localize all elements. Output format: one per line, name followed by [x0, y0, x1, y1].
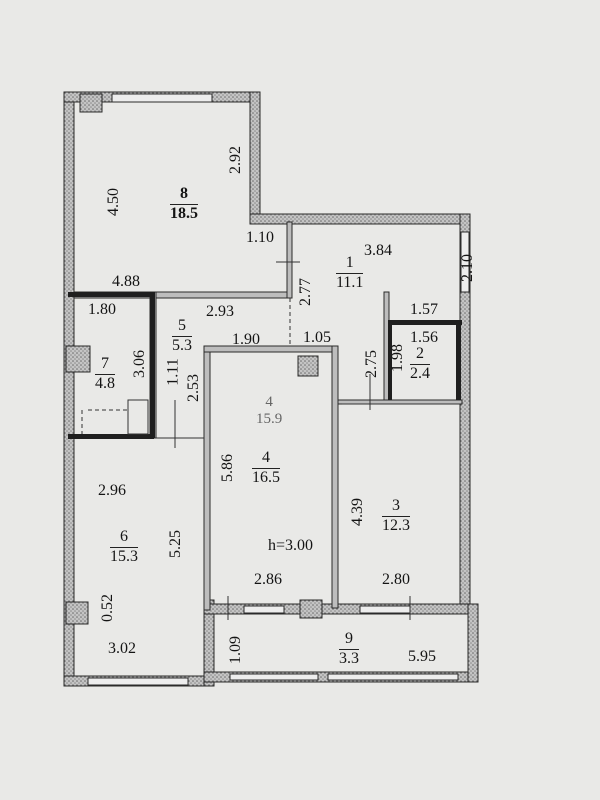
- room-4-label: 4 16.5: [252, 449, 280, 487]
- dim-r4-height: 5.86: [219, 454, 236, 482]
- dim-r2-top-outer: 1.57: [410, 301, 438, 318]
- room-7-label: 7 4.8: [95, 355, 115, 393]
- ghost-number: 4: [265, 394, 273, 410]
- dim-r4-top-right: 1.05: [303, 329, 331, 346]
- room-area: 16.5: [252, 468, 280, 486]
- dim-r3-width: 2.80: [382, 571, 410, 588]
- dim-r1-right: 2.10: [459, 254, 476, 282]
- room-area: 15.3: [110, 547, 138, 565]
- room-number: 3: [382, 497, 410, 517]
- dim-r8-width: 4.88: [112, 273, 140, 290]
- room-number: 8: [170, 185, 198, 205]
- dim-r1-left: 2.77: [297, 278, 314, 306]
- dim-r4-width: 2.86: [254, 571, 282, 588]
- room-area: 11.1: [336, 273, 364, 291]
- dim-r7-width: 1.80: [88, 301, 116, 318]
- dim-r3-height: 4.39: [349, 498, 366, 526]
- room-4-ghost-label: 4 15.9: [256, 394, 282, 427]
- room-2-label: 2 2.4: [410, 345, 430, 383]
- room-9-label: 9 3.3: [339, 630, 359, 668]
- room-number: 6: [110, 528, 138, 548]
- dim-r8-right: 2.92: [227, 146, 244, 174]
- dim-r2-width: 1.56: [410, 329, 438, 346]
- dim-r6-height: 5.25: [167, 530, 184, 558]
- dim-r5-width: 2.93: [206, 303, 234, 320]
- room-number: 1: [336, 254, 364, 274]
- dim-r9-height: 1.09: [227, 636, 244, 664]
- room-area: 5.3: [172, 336, 192, 354]
- ceiling-height-label: h=3.00: [268, 537, 314, 554]
- dim-r8-height: 4.50: [105, 188, 122, 216]
- room-6-label: 6 15.3: [110, 528, 138, 566]
- room-area: 3.3: [339, 649, 359, 667]
- room-8-label: 8 18.5: [170, 185, 198, 223]
- room-number: 9: [339, 630, 359, 650]
- dim-corridor-top: 1.10: [246, 229, 274, 246]
- dim-hall-right: 2.75: [363, 350, 380, 378]
- dim-r5-height: 1.11: [164, 358, 182, 386]
- dim-r6-width: 3.02: [108, 640, 136, 657]
- room-5-label: 5 5.3: [172, 317, 192, 355]
- dim-r1-width: 3.84: [364, 242, 392, 259]
- dim-r6-top: 2.96: [98, 482, 126, 499]
- dim-r4-top: 1.90: [232, 331, 260, 348]
- room-number: 4: [252, 449, 280, 469]
- room-1-label: 1 11.1: [336, 254, 364, 292]
- room-number: 2: [410, 345, 430, 365]
- room-area: 12.3: [382, 516, 410, 534]
- dim-r2-height: 1.98: [389, 344, 406, 372]
- room-area: 2.4: [410, 364, 430, 382]
- room-area: 4.8: [95, 374, 115, 392]
- room-number: 5: [172, 317, 192, 337]
- dim-r9-width: 5.95: [408, 648, 436, 665]
- room-area: 18.5: [170, 204, 198, 222]
- room-3-label: 3 12.3: [382, 497, 410, 535]
- dim-r7-height: 3.06: [131, 350, 148, 378]
- ghost-area: 15.9: [256, 410, 283, 427]
- dim-r6-niche: 0.52: [99, 594, 116, 622]
- dim-r5-inner: 2.53: [185, 374, 202, 402]
- room-number: 7: [95, 355, 115, 375]
